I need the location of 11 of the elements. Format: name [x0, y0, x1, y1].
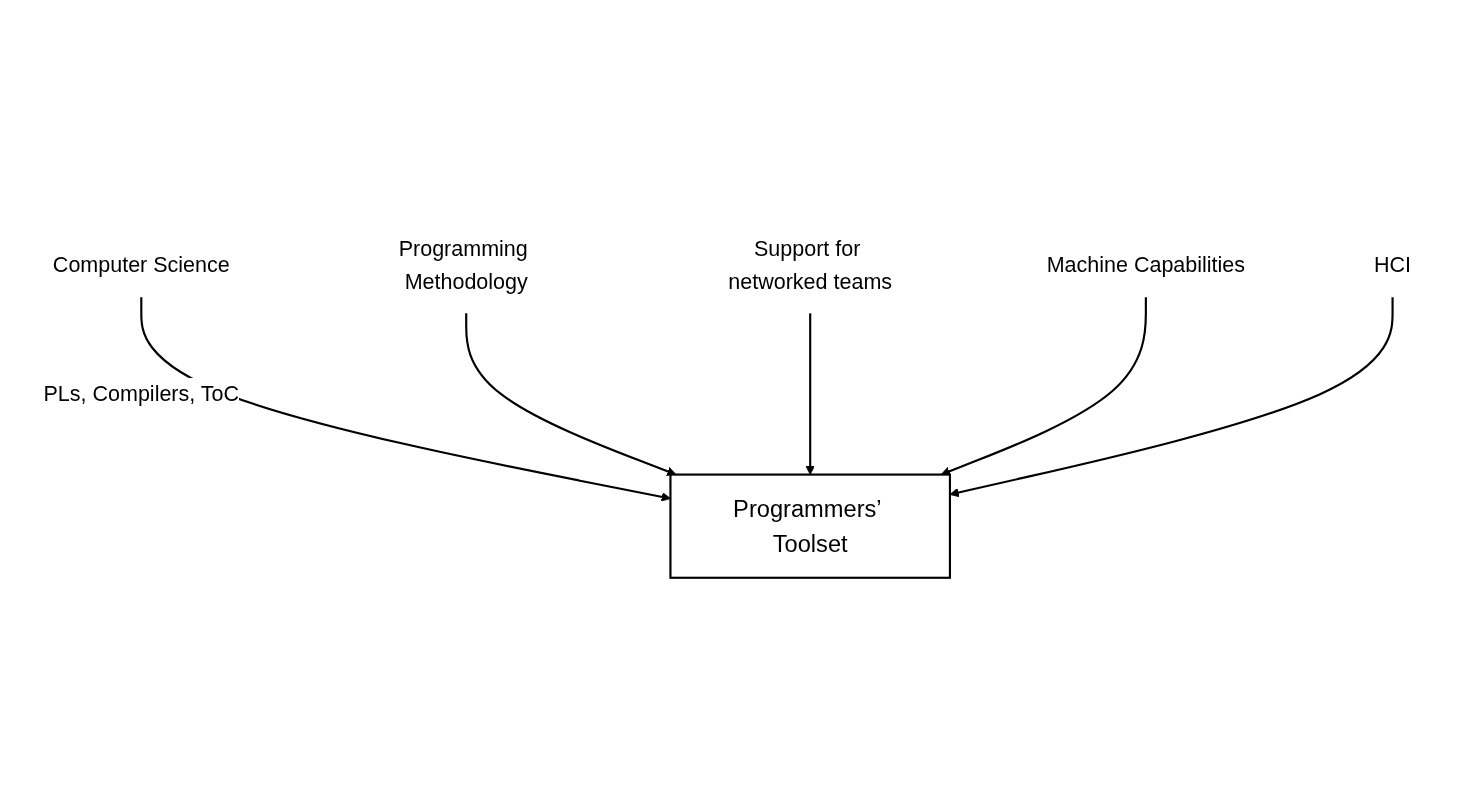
arrow	[940, 297, 1147, 477]
node-text: Machine Capabilities	[1046, 253, 1246, 278]
node-text: Computer Science	[52, 253, 230, 278]
node-text: HCI	[1374, 253, 1412, 278]
arrow	[465, 313, 677, 477]
arrow	[140, 297, 671, 502]
arrow	[949, 297, 1394, 498]
node-box: Programmers’ Toolset	[669, 473, 952, 580]
edge-label: PLs, Compilers, ToC	[43, 382, 240, 407]
node-text: Programming Methodology	[398, 237, 528, 294]
node-text: Support for networked teams	[728, 237, 893, 294]
